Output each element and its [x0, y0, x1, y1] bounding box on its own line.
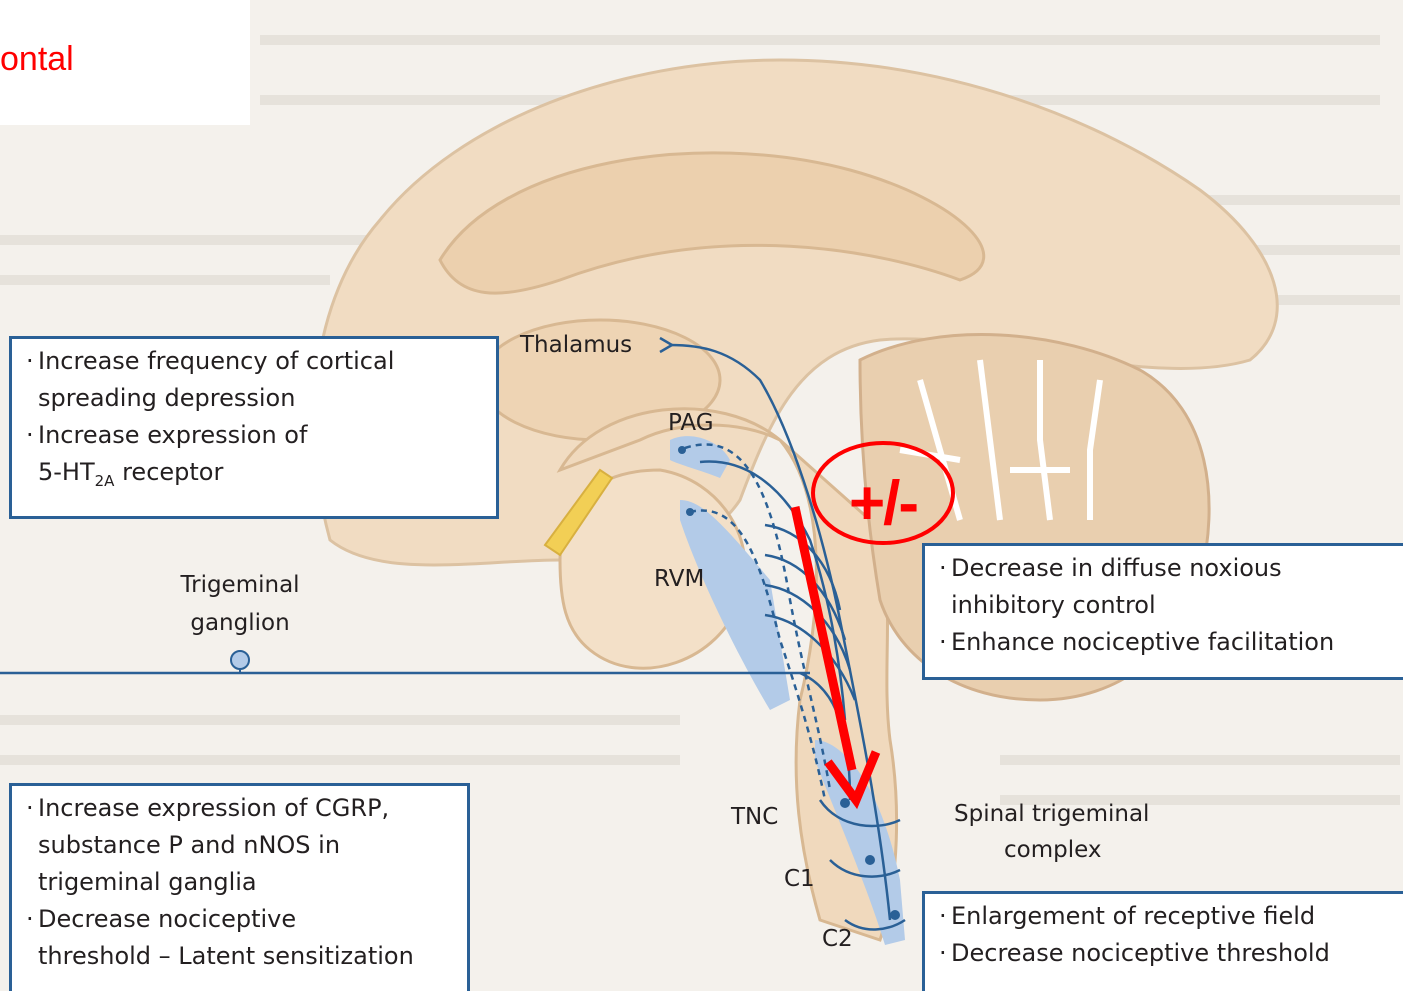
- corner-title-fragment: ontal: [0, 40, 74, 79]
- spinal-line-1: ·Enlargement of receptive field: [939, 898, 1393, 935]
- label-pag: PAG: [668, 410, 714, 436]
- spinal-complex-line2: complex: [954, 832, 1149, 868]
- brainstem-effects-box: ·Decrease in diffuse noxious inhibitory …: [922, 543, 1403, 680]
- cortical-line-2: spreading depression: [26, 380, 486, 417]
- cortical-effects-box: ·Increase frequency of cortical spreadin…: [9, 336, 499, 519]
- ganglion-effects-box: ·Increase expression of CGRP, substance …: [9, 783, 470, 991]
- cortical-line-4: 5-HT2A receptor: [26, 454, 486, 500]
- label-spinal-complex: Spinal trigeminal complex: [954, 796, 1149, 868]
- trigeminal-ganglion-cell: [231, 651, 249, 669]
- spinal-complex-line1: Spinal trigeminal: [954, 796, 1149, 832]
- label-trigeminal-ganglion: Trigeminal ganglion: [160, 566, 320, 642]
- cortical-line-3: ·Increase expression of: [26, 417, 486, 454]
- label-c2: C2: [822, 926, 853, 952]
- ganglion-line-1: ·Increase expression of CGRP,: [26, 790, 457, 827]
- label-thalamus: Thalamus: [520, 332, 632, 358]
- label-tnc: TNC: [731, 804, 778, 830]
- spinal-line-2: ·Decrease nociceptive threshold: [939, 935, 1393, 972]
- brainstem-line-1: ·Decrease in diffuse noxious: [939, 550, 1393, 587]
- cortical-line-1: ·Increase frequency of cortical: [26, 343, 486, 380]
- brainstem-line-2: inhibitory control: [939, 587, 1393, 624]
- trigeminal-ganglion-line1: Trigeminal: [160, 566, 320, 604]
- ganglion-line-2: substance P and nNOS in: [26, 827, 457, 864]
- label-c1: C1: [784, 866, 815, 892]
- modulation-symbol: +/-: [808, 449, 958, 557]
- brainstem-line-3: ·Enhance nociceptive facilitation: [939, 624, 1393, 661]
- ganglion-line-4: ·Decrease nociceptive: [26, 901, 457, 938]
- ganglion-line-5: threshold – Latent sensitization: [26, 938, 457, 975]
- label-rvm: RVM: [654, 566, 704, 592]
- ganglion-line-3: trigeminal ganglia: [26, 864, 457, 901]
- spinal-effects-box: ·Enlargement of receptive field ·Decreas…: [922, 891, 1403, 991]
- trigeminal-ganglion-line2: ganglion: [160, 604, 320, 642]
